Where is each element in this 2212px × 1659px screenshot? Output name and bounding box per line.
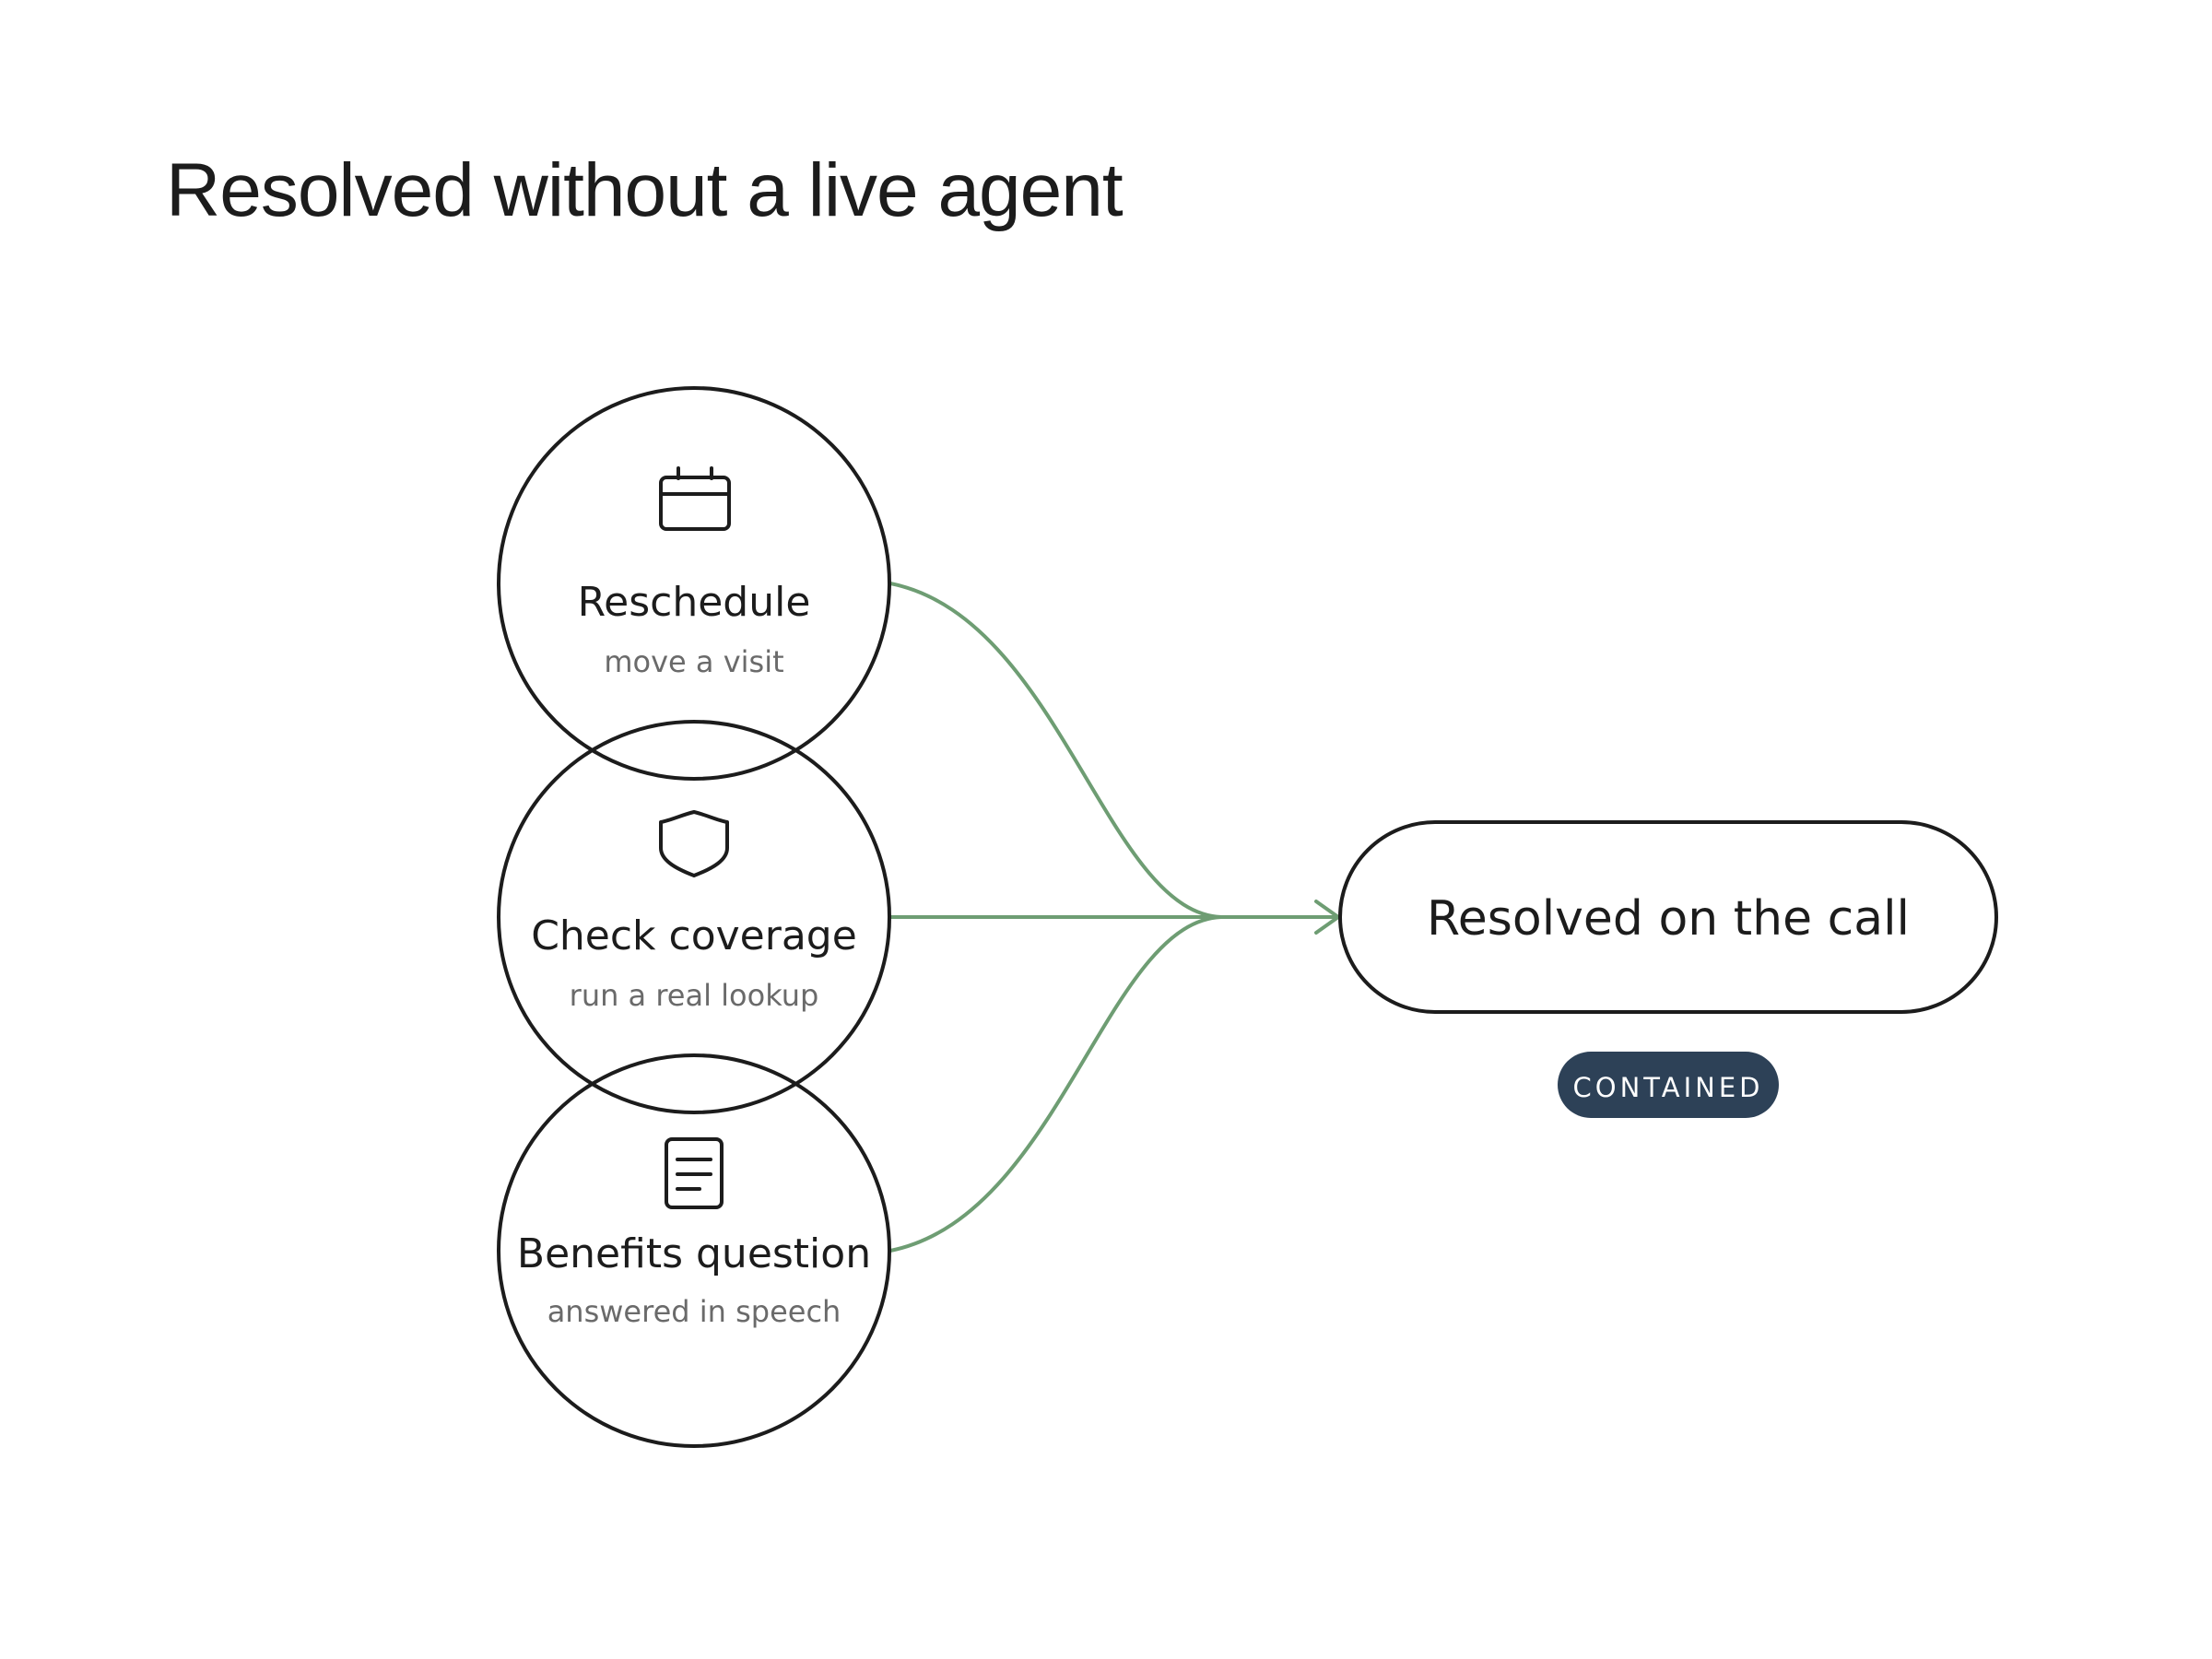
- connector-reschedule: [888, 582, 1223, 919]
- source-subtitle: move a visit: [604, 644, 783, 679]
- status-badge: CONTAINED: [1558, 1052, 1779, 1118]
- source-node-check-coverage: Check coverage run a real lookup: [497, 720, 891, 1114]
- source-title: Check coverage: [531, 912, 857, 959]
- shield-icon: [659, 810, 729, 877]
- source-title: Reschedule: [578, 579, 811, 626]
- target-label: Resolved on the call: [1427, 891, 1910, 947]
- page-title: Resolved without a live agent: [166, 148, 1124, 232]
- status-badge-label: CONTAINED: [1573, 1072, 1764, 1103]
- source-subtitle: run a real lookup: [570, 978, 819, 1013]
- source-node-reschedule: Reschedule move a visit: [497, 386, 891, 781]
- calendar-icon: [659, 466, 731, 531]
- source-subtitle: answered in speech: [547, 1294, 841, 1329]
- source-title: Benefits question: [517, 1230, 871, 1277]
- connector-benefits-question: [888, 915, 1223, 1253]
- document-icon: [665, 1137, 724, 1209]
- target-node: Resolved on the call: [1338, 820, 1998, 1014]
- source-node-benefits-question: Benefits question answered in speech: [497, 1053, 891, 1448]
- connectors: [888, 582, 1340, 1253]
